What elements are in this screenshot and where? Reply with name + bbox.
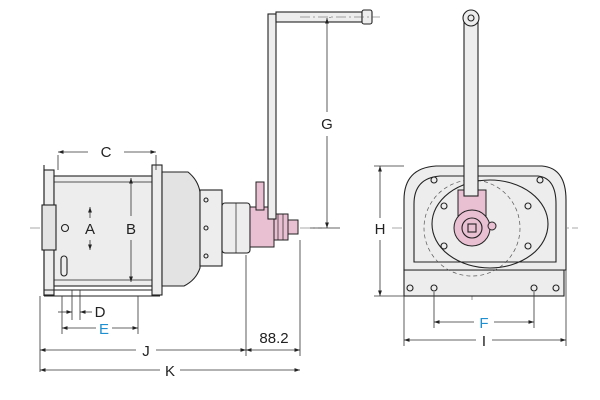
dim-label-j: J — [142, 343, 150, 360]
cover-bolt-1 — [203, 197, 209, 203]
dim-label-e: E — [99, 321, 109, 338]
dim-label-k: K — [165, 363, 175, 380]
drum-hub — [41, 204, 57, 251]
dim-label-i: I — [482, 333, 486, 350]
dim-label-h: H — [375, 221, 386, 238]
front-base-plate — [403, 269, 565, 297]
gear-housing — [161, 171, 201, 287]
front-housing-inner — [413, 175, 557, 263]
shaft-square — [467, 223, 477, 233]
dim-label-b: B — [126, 221, 136, 238]
housing-bolt-2 — [536, 176, 544, 184]
dim-label-f: F — [479, 315, 488, 332]
cover-bolt-b — [524, 202, 532, 210]
ratchet-disc — [453, 209, 491, 247]
dim-label-c: C — [101, 144, 112, 161]
dim-label-d: D — [95, 304, 106, 321]
base-hole-2 — [430, 284, 438, 292]
crank-arm-front — [463, 17, 479, 197]
side-dimensions: C A B D E J 88.2 K — [39, 17, 340, 380]
cover-bolt-3 — [203, 225, 209, 231]
base-hole-3 — [530, 284, 538, 292]
side-view — [30, 9, 380, 297]
gear-cover — [199, 189, 223, 267]
housing-bolt-1 — [430, 176, 438, 184]
shaft-nut — [287, 219, 299, 235]
front-view — [392, 9, 578, 300]
dim-label-g: G — [321, 116, 333, 133]
cover-bolt-d — [524, 242, 532, 250]
gear-cover-front — [431, 179, 549, 269]
pawl-lever — [255, 181, 265, 211]
base-hole-4 — [552, 284, 560, 292]
crank-top-hole — [467, 14, 475, 22]
ratchet-inner — [461, 217, 483, 239]
crank-arm — [267, 13, 277, 220]
rope-slot — [60, 255, 68, 277]
right-frame-plate — [151, 164, 163, 296]
dim-label-882: 88.2 — [259, 330, 288, 347]
base-plate — [44, 289, 160, 297]
rope-drum — [53, 175, 157, 287]
front-dimensions: H F I — [374, 165, 567, 350]
cover-bolt-a — [440, 202, 448, 210]
cover-bolt-2 — [203, 253, 209, 259]
drum-bolt — [60, 223, 70, 233]
dim-label-a: A — [85, 221, 95, 238]
pawl-pin — [487, 221, 497, 231]
base-hole-1 — [406, 284, 414, 292]
crank-top-boss — [462, 9, 480, 27]
cover-bolt-c — [440, 242, 448, 250]
